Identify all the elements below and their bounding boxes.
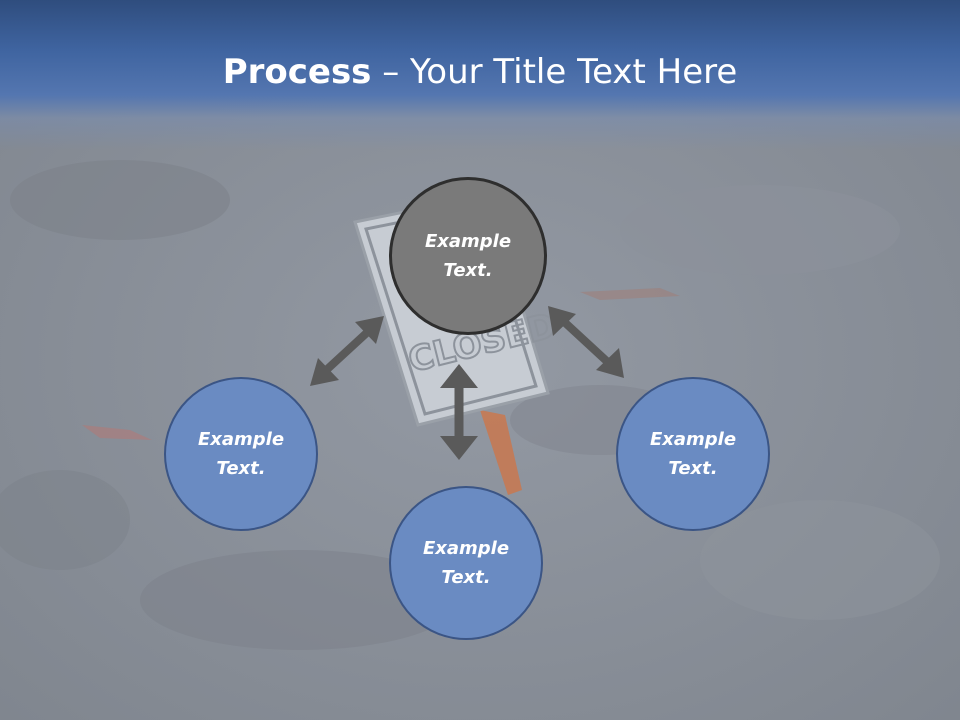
title-rest: – Your Title Text Here bbox=[371, 52, 738, 92]
node-right-label: Example Text. bbox=[649, 429, 737, 479]
node-bottom: Example Text. bbox=[389, 486, 543, 640]
arrow-top-left bbox=[310, 316, 384, 386]
title-bar bbox=[0, 0, 960, 150]
node-left: Example Text. bbox=[164, 377, 318, 531]
node-top: Example Text. bbox=[389, 177, 547, 335]
title-bold: Process bbox=[222, 52, 372, 92]
arrow-top-right bbox=[548, 306, 624, 378]
node-left-label: Example Text. bbox=[197, 429, 285, 479]
node-right: Example Text. bbox=[616, 377, 770, 531]
slide-title: Process – Your Title Text Here bbox=[0, 52, 960, 92]
arrow-vertical bbox=[440, 364, 478, 460]
node-bottom-label: Example Text. bbox=[422, 538, 510, 588]
node-top-label: Example Text. bbox=[424, 231, 512, 281]
